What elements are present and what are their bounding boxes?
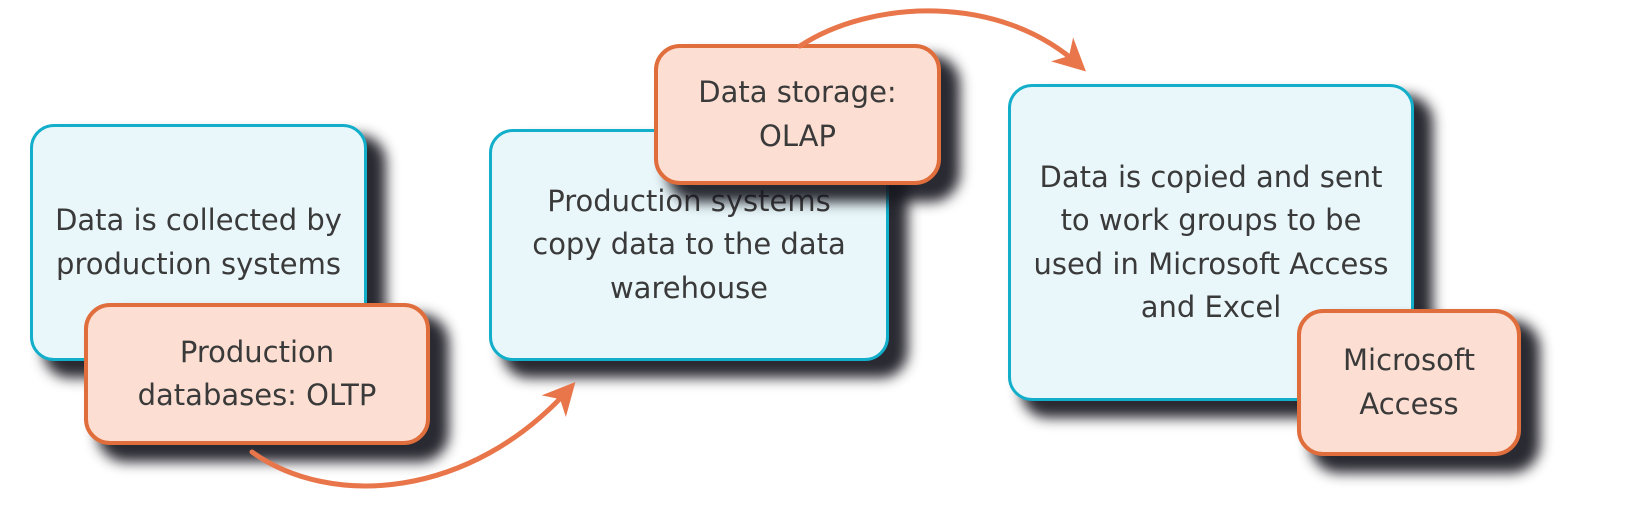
tag-box-label: Data storage: OLAP	[698, 75, 897, 153]
step-box-label: Production systems copy data to the data…	[532, 183, 846, 305]
tag-box-label: Production databases: OLTP	[137, 334, 377, 413]
tag-box-olap: Data storage: OLAP	[654, 44, 941, 185]
tag-box-oltp: Production databases: OLTP	[84, 303, 430, 445]
tag-box-microsoft-access: Microsoft Access	[1297, 309, 1521, 456]
step-box-label: Data is copied and sent to work groups t…	[1033, 159, 1389, 325]
step-box-label: Data is collected by production systems	[55, 203, 342, 281]
tag-box-label: Microsoft Access	[1343, 343, 1475, 421]
